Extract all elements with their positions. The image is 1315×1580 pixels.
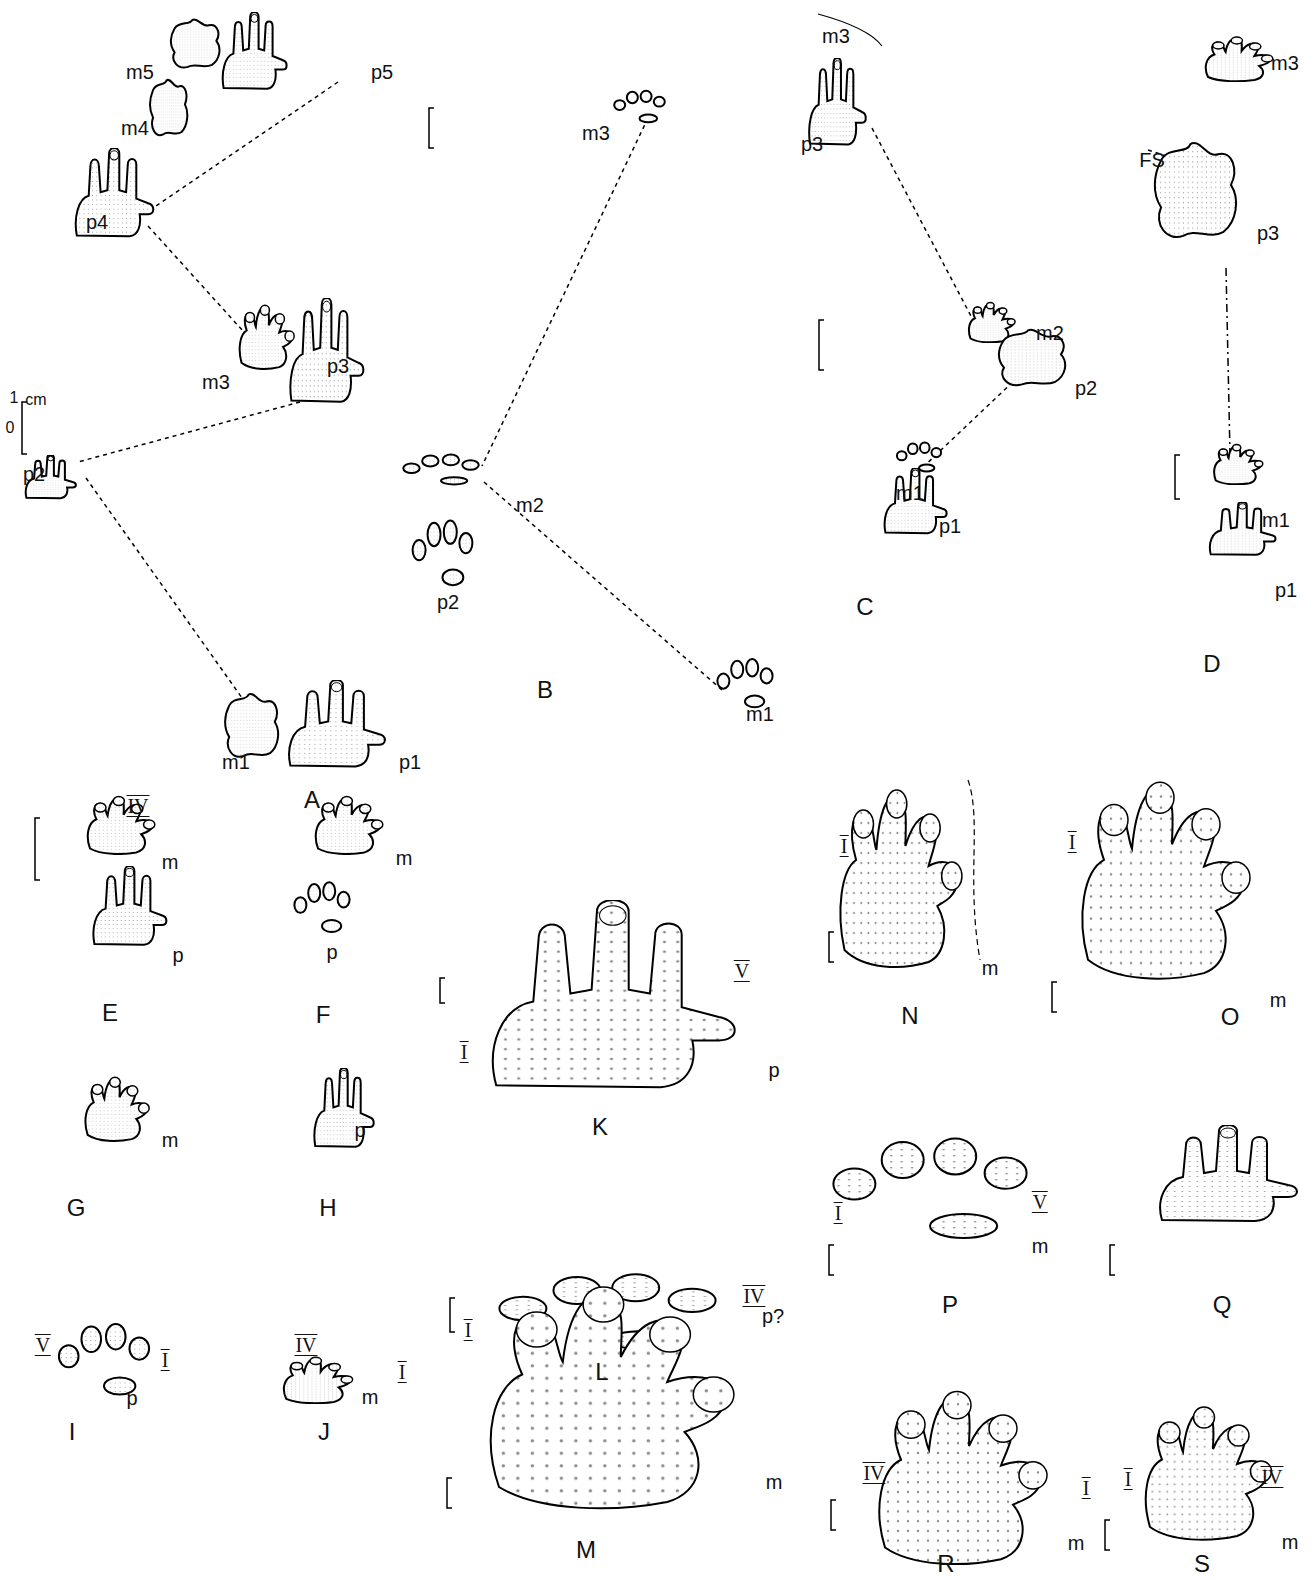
print-label: p	[172, 945, 183, 965]
print-label: m2	[516, 495, 544, 515]
digit-numeral: IV	[742, 1285, 765, 1307]
digit-numeral: I	[1124, 1468, 1133, 1490]
print-label: m	[396, 848, 413, 868]
print-label: m	[1068, 1533, 1085, 1553]
print-label: p2	[437, 592, 459, 612]
print-label: p5	[371, 62, 393, 82]
digit-numeral: V	[734, 960, 750, 982]
print-label: m2	[1036, 323, 1064, 343]
digit-numeral: I	[840, 835, 849, 857]
print-label: m4	[121, 118, 149, 138]
print-label: p3	[1257, 223, 1279, 243]
print-label: p	[354, 1120, 365, 1140]
print-label: p2	[1075, 378, 1097, 398]
panel-letter: J	[318, 1420, 330, 1444]
print-label: m	[1032, 1236, 1049, 1256]
print-label: m	[162, 852, 179, 872]
print-label: p3	[801, 134, 823, 154]
print-label: m	[362, 1387, 379, 1407]
digit-numeral: I	[464, 1319, 473, 1341]
print-label: p	[768, 1060, 779, 1080]
print-label: p	[126, 1388, 137, 1408]
panel-letter: O	[1221, 1005, 1240, 1029]
digit-numeral: I	[1068, 831, 1077, 853]
panel-letter: E	[102, 1001, 118, 1025]
panel-letter: P	[942, 1293, 958, 1317]
print-label: m3	[822, 26, 850, 46]
panel-letter: R	[937, 1552, 954, 1576]
scale-label: cm	[25, 392, 46, 408]
print-label: m	[1270, 990, 1287, 1010]
panel-letter: L	[595, 1360, 608, 1384]
print-label: m3	[1271, 53, 1299, 73]
print-label: p1	[1275, 580, 1297, 600]
digit-numeral: IV	[294, 1334, 317, 1356]
print-label: m	[766, 1472, 783, 1492]
print-label: p4	[86, 212, 108, 232]
print-label: m1	[746, 704, 774, 724]
panel-letter: B	[537, 678, 553, 702]
print-label: p1	[939, 516, 961, 536]
panel-letter: H	[319, 1196, 336, 1220]
panel-letter: A	[304, 788, 320, 812]
digit-numeral: I	[460, 1041, 469, 1063]
print-label: m3	[582, 123, 610, 143]
print-label: m	[982, 958, 999, 978]
print-label: p3	[327, 356, 349, 376]
print-label: m1	[896, 483, 924, 503]
print-label: m1	[1262, 510, 1290, 530]
panel-letter: C	[856, 595, 873, 619]
digit-numeral: I	[398, 1361, 407, 1383]
print-label: m3	[202, 372, 230, 392]
print-label: m	[1282, 1532, 1299, 1552]
panel-letter: K	[592, 1115, 608, 1139]
digit-numeral: IV	[862, 1462, 885, 1484]
scale-label: 1	[10, 390, 19, 406]
digit-numeral: IV	[126, 795, 149, 817]
panel-letter: Q	[1213, 1293, 1232, 1317]
digit-numeral: I	[161, 1349, 170, 1371]
panel-letter: I	[69, 1420, 76, 1444]
print-label: m	[162, 1130, 179, 1150]
print-label: p?	[762, 1306, 784, 1326]
panel-letter: N	[901, 1004, 918, 1028]
digit-numeral: V	[35, 1334, 51, 1356]
print-label: p1	[399, 752, 421, 772]
digit-numeral: IV	[1260, 1466, 1283, 1488]
print-label: p	[326, 942, 337, 962]
scale-label: 0	[6, 420, 15, 436]
panel-letter: F	[316, 1003, 331, 1027]
panel-letter: D	[1203, 652, 1220, 676]
digit-numeral: I	[834, 1202, 843, 1224]
panel-letter: S	[1194, 1552, 1210, 1576]
print-label: m1	[222, 752, 250, 772]
print-label: p2	[23, 464, 45, 484]
panel-letter: M	[576, 1538, 596, 1562]
digit-numeral: I	[1082, 1477, 1091, 1499]
print-label: m5	[126, 62, 154, 82]
panel-letter: G	[67, 1196, 86, 1220]
digit-numeral: V	[1032, 1191, 1048, 1213]
print-label: FS	[1139, 150, 1165, 170]
